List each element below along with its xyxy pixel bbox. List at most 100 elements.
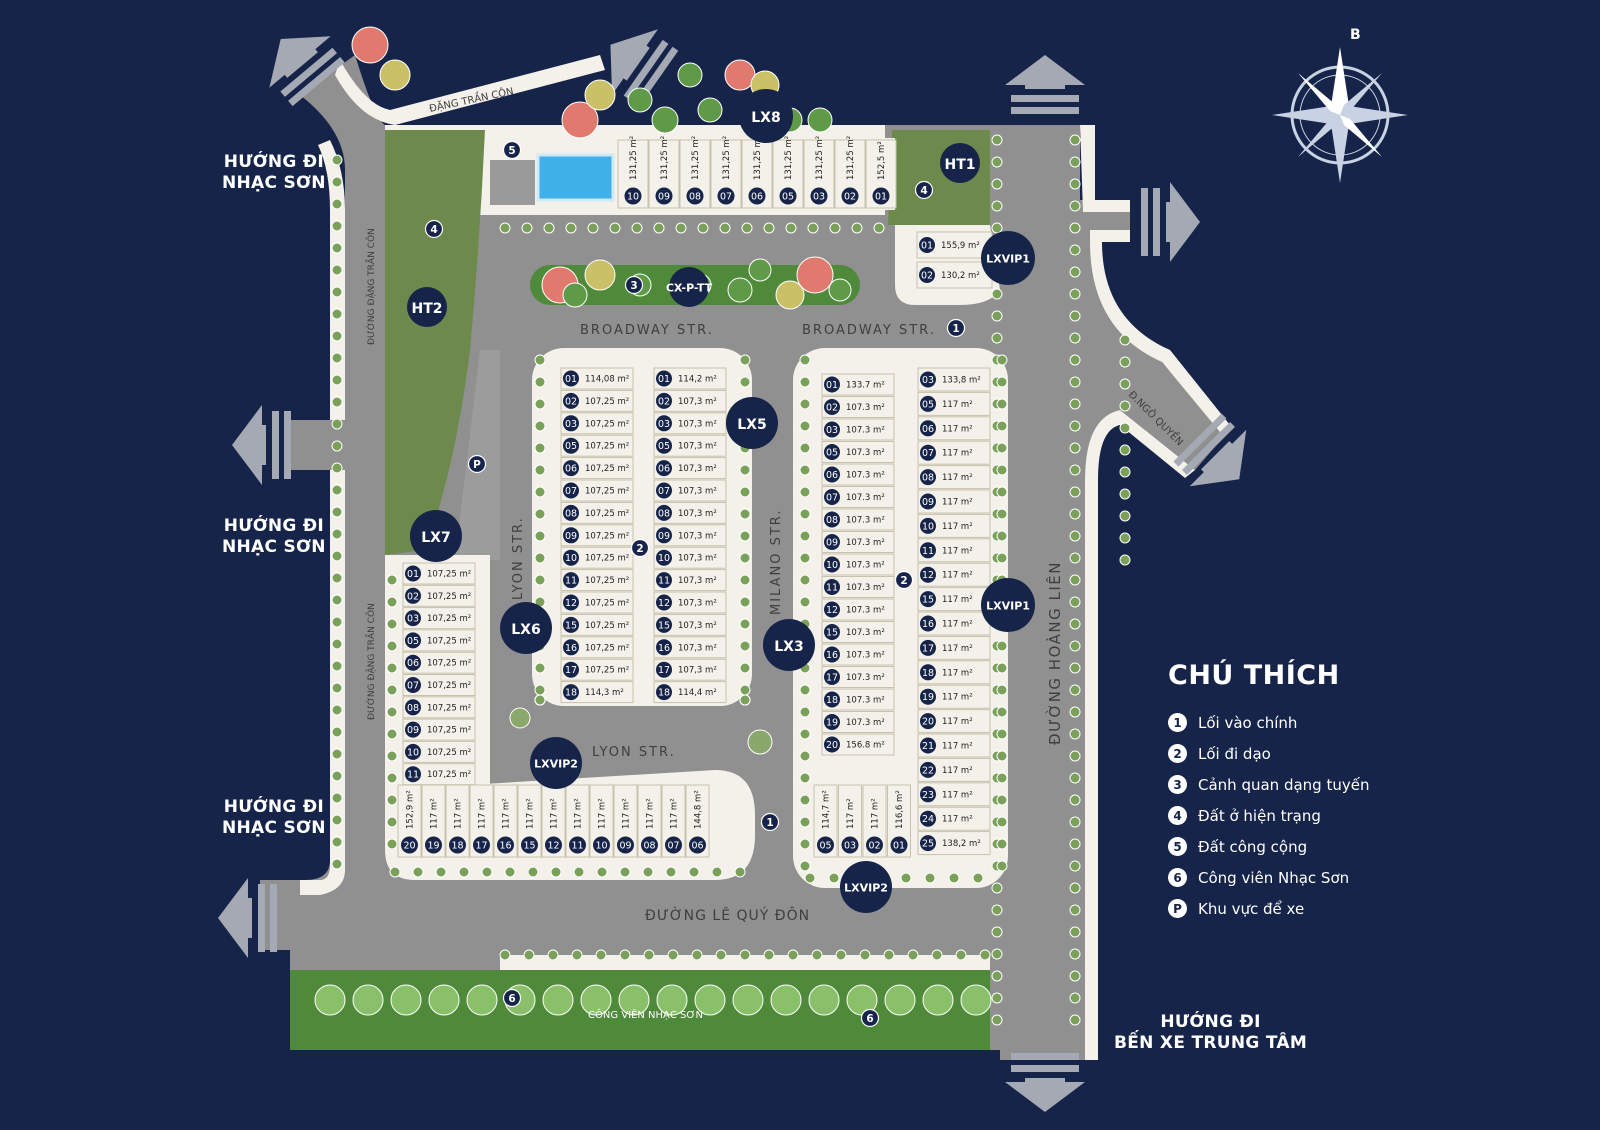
marker-text: 6 xyxy=(508,993,515,1005)
tree xyxy=(561,101,599,139)
tree xyxy=(331,770,343,782)
tree xyxy=(1069,750,1081,762)
block-label-circle xyxy=(981,231,1035,285)
lot-number-badge xyxy=(656,392,672,409)
tree xyxy=(331,814,343,826)
tree xyxy=(596,866,608,878)
lot-number: 17 xyxy=(565,665,577,676)
lot-shape xyxy=(653,658,727,681)
lot-number: 17 xyxy=(658,665,670,676)
block-labels: LX8HT1LXVIP1HT2CX-P-TTLX5LX7LX6LX3LXVIP1… xyxy=(407,89,1035,913)
direction-nhac-son-3: HƯỚNG ĐI NHẠC SƠN xyxy=(222,797,326,839)
lot-number-badge xyxy=(920,395,936,412)
tree xyxy=(587,222,599,234)
tree xyxy=(331,352,343,364)
arrow-bar xyxy=(1011,1053,1079,1060)
legend-label: Đất ở hiện trạng xyxy=(1198,806,1321,825)
lot-number-badge xyxy=(405,743,421,760)
tree xyxy=(1069,486,1081,498)
marker-text: 1 xyxy=(952,323,959,335)
lot-number-badge xyxy=(563,527,579,544)
lot-number-badge xyxy=(563,549,579,566)
block-label-circle xyxy=(407,287,447,327)
lot-number: 05 xyxy=(826,448,838,459)
lot-area: 107,25 m² xyxy=(585,554,629,564)
tree xyxy=(741,222,753,234)
lot: 05 107.3 m² xyxy=(821,441,895,463)
tree xyxy=(1069,442,1081,454)
lot-number: 09 xyxy=(922,497,934,508)
lot-area: 107.3 m² xyxy=(846,448,885,458)
lot-shape xyxy=(917,416,991,441)
lot-number: 06 xyxy=(826,470,838,481)
lot-number: 06 xyxy=(407,658,419,669)
lot-area: 107,3 m² xyxy=(678,643,717,653)
legend-title: CHÚ THÍCH xyxy=(1168,660,1340,691)
lot-area: 117 m² xyxy=(942,668,973,678)
lot-area: 107.3 m² xyxy=(846,403,885,413)
legend-badge: 3 xyxy=(1168,775,1187,794)
tree xyxy=(922,984,954,1016)
lot-area: 107,25 m² xyxy=(427,681,471,691)
tree xyxy=(331,396,343,408)
tree xyxy=(481,866,493,878)
tree xyxy=(883,949,895,961)
arrow-bar xyxy=(1011,107,1079,114)
lot-shape xyxy=(653,636,727,659)
lot-number-badge xyxy=(405,766,421,783)
tree xyxy=(1069,640,1081,652)
lot-number-badge xyxy=(824,421,840,438)
lot-number: 11 xyxy=(922,546,934,557)
tree xyxy=(799,750,811,762)
lot-shape xyxy=(402,607,476,630)
tree xyxy=(571,949,583,961)
road-lyon-vertical: LYON STR. xyxy=(511,516,526,600)
tree xyxy=(331,484,343,496)
lot-number-badge xyxy=(545,836,562,854)
lot-number: 03 xyxy=(813,192,825,203)
tree xyxy=(697,97,723,123)
tree xyxy=(631,222,643,234)
tree xyxy=(534,354,546,366)
lot-shape xyxy=(560,546,634,569)
lot-number-badge xyxy=(920,371,936,388)
lot-number: 10 xyxy=(565,553,577,564)
lot-number: 15 xyxy=(523,841,535,852)
tree xyxy=(565,222,577,234)
lot-number: 11 xyxy=(571,841,583,852)
tree xyxy=(1069,838,1081,850)
block-label: LX3 xyxy=(763,619,815,671)
lot-area: 117 m² xyxy=(942,644,973,654)
block-label: LX6 xyxy=(500,602,552,654)
tree xyxy=(675,222,687,234)
lot-area: 117 m² xyxy=(942,498,973,508)
tree xyxy=(1069,530,1081,542)
legend-badge: 4 xyxy=(1168,806,1187,825)
tree xyxy=(807,107,833,133)
lot-shape xyxy=(834,139,866,209)
tree xyxy=(991,970,1003,982)
tree xyxy=(331,682,343,694)
arrow-bar xyxy=(288,56,345,107)
tree xyxy=(996,728,1008,740)
tree xyxy=(386,596,398,608)
tree xyxy=(331,330,343,342)
lot-number-badge xyxy=(563,415,579,432)
tree xyxy=(719,222,731,234)
tree xyxy=(1119,334,1131,346)
tree xyxy=(808,984,840,1016)
tree xyxy=(428,984,460,1016)
